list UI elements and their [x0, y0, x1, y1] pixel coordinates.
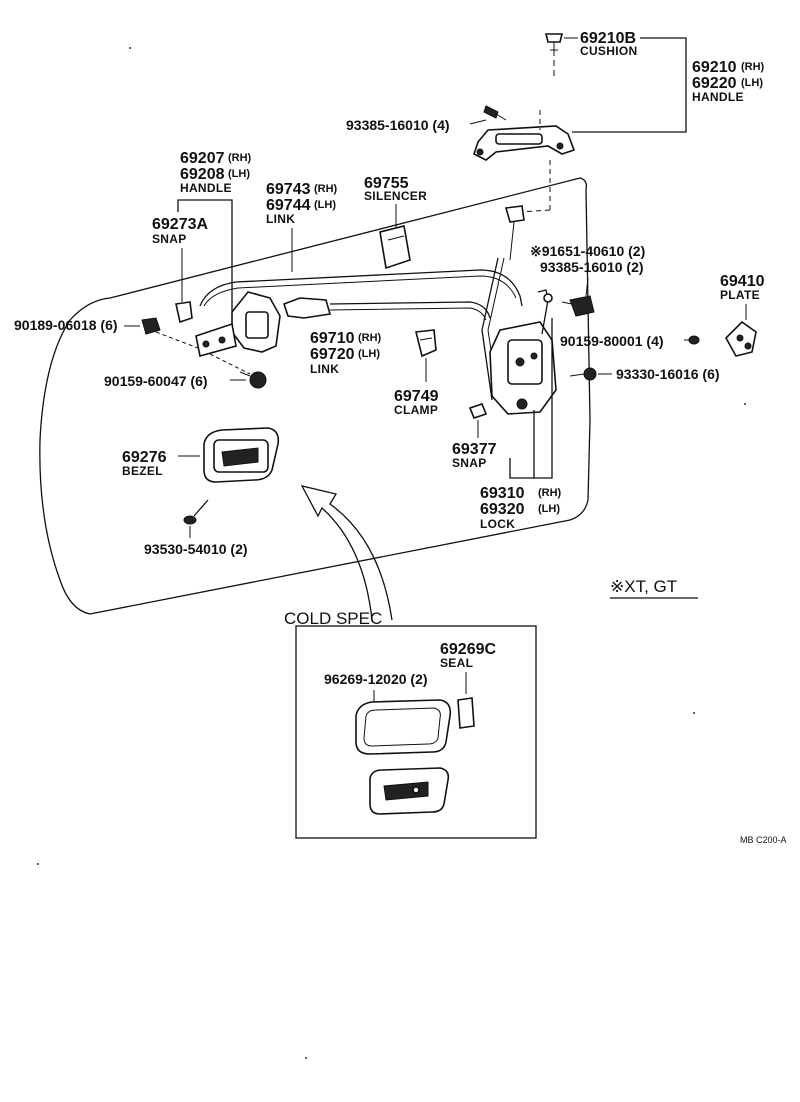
link-69743-suffix: (RH): [314, 183, 338, 195]
cold-spec-title: COLD SPEC: [284, 609, 382, 628]
link-69710-part-number: 69710: [310, 330, 355, 347]
link-69744-suffix: (LH): [314, 199, 336, 211]
inside-handle-part: [195, 291, 281, 358]
snap-69273a-part-number: 69273A: [152, 216, 208, 233]
bezel-part-number: 69276: [122, 449, 167, 466]
screw-90159-a-part: [684, 335, 700, 345]
striker-plate-part: [725, 320, 757, 357]
part-96269-number: 96269-12020 (2): [324, 671, 428, 687]
xt-gt-note: ※XT, GT: [610, 577, 677, 596]
screw-93385-a: [483, 105, 507, 121]
lock-lh-suffix: (LH): [538, 503, 560, 515]
bezel-part: [203, 427, 280, 483]
snap-69273a-label: SNAP: [152, 232, 187, 246]
part-93530-number: 93530-54010 (2): [144, 541, 248, 557]
silencer-label: SILENCER: [364, 189, 427, 203]
part-90189-number: 90189-06018 (6): [14, 317, 118, 333]
lock-rh-part-number: 69310: [480, 485, 525, 502]
seal-label: SEAL: [440, 656, 473, 670]
link-2-label: LINK: [310, 362, 339, 376]
link-69720-part-number: 69720: [310, 346, 355, 363]
snap-69273a-part: [175, 301, 193, 324]
cold-spec-box: [295, 625, 537, 839]
link-69720-suffix: (LH): [358, 348, 380, 360]
cushion-part: [544, 33, 564, 78]
outside-handle-lh-part-number: 69220: [692, 75, 737, 92]
bolt-93385-b-part: [561, 295, 595, 317]
nut-90189-part: [141, 317, 161, 335]
lock-label: LOCK: [480, 517, 515, 531]
cushion-label: CUSHION: [580, 44, 637, 58]
cold-spec-pad-part: [355, 699, 452, 755]
outside-handle-rh-suffix: (RH): [741, 61, 765, 73]
rod-connector: [504, 205, 525, 261]
clamp-part-number: 69749: [394, 388, 439, 405]
link-69744-part-number: 69744: [266, 197, 311, 214]
outside-handle-label: HANDLE: [692, 90, 744, 104]
clamp-part: [415, 329, 437, 358]
link-rod-1: [199, 269, 523, 307]
screw-93530-part: [183, 499, 209, 525]
link-rod-2: [282, 297, 491, 321]
clamp-label: CLAMP: [394, 403, 438, 417]
screw-93385-a-part-number: 93385-16010 (4): [346, 117, 450, 133]
outside-handle-lh-suffix: (LH): [741, 77, 763, 89]
inside-handle-rh-part-number: 69207: [180, 150, 225, 167]
snap-69377-label: SNAP: [452, 456, 487, 470]
inside-handle-lh-suffix: (LH): [228, 168, 250, 180]
cushion-part-number: 69210B: [580, 30, 636, 47]
lock-rh-suffix: (RH): [538, 487, 562, 499]
reference-code: MB C200-A: [740, 835, 787, 845]
silencer-part: [379, 225, 411, 270]
part-91651-number: ※91651-40610 (2): [530, 243, 645, 259]
cold-spec-bezel-part: [369, 767, 450, 815]
inside-handle-label: HANDLE: [180, 181, 232, 195]
lock-lh-part-number: 69320: [480, 501, 525, 518]
link-69743-part-number: 69743: [266, 181, 311, 198]
link-69710-suffix: (RH): [358, 332, 382, 344]
plate-part-number: 69410: [720, 273, 765, 290]
bezel-label: BEZEL: [122, 464, 163, 478]
cold-spec-arrow: [300, 485, 393, 621]
snap-69377-part-number: 69377: [452, 441, 497, 458]
inside-handle-lh-part-number: 69208: [180, 166, 225, 183]
part-93385-b-number: 93385-16010 (2): [540, 259, 644, 275]
seal-part: [457, 697, 475, 729]
plate-label: PLATE: [720, 288, 760, 302]
part-90159-a-number: 90159-80001 (4): [560, 333, 664, 349]
part-90159-b-number: 90159-60047 (6): [104, 373, 208, 389]
door-panel-outline: [39, 177, 591, 615]
link-1-label: LINK: [266, 212, 295, 226]
lock-rod: [481, 257, 499, 401]
door-lock-part: [489, 289, 557, 415]
part-93330-number: 93330-16016 (6): [616, 366, 720, 382]
outside-handle-part: [473, 125, 576, 161]
snap-69377-part: [468, 403, 488, 419]
inside-handle-rh-suffix: (RH): [228, 152, 252, 164]
seal-part-number: 69269C: [440, 641, 496, 658]
screw-90159-b-part: [239, 371, 267, 389]
silencer-part-number: 69755: [364, 175, 409, 192]
screw-93330-part: [569, 367, 597, 381]
outside-handle-rh-part-number: 69210: [692, 59, 737, 76]
